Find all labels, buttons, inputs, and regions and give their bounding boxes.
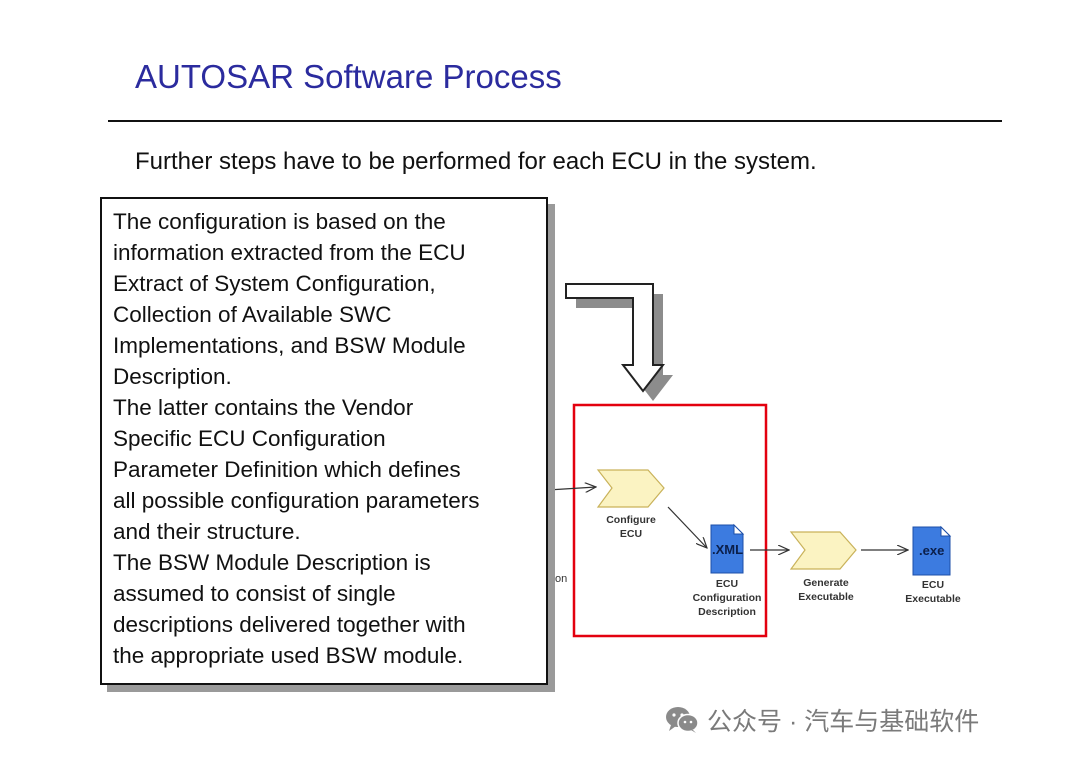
page-title: AUTOSAR Software Process <box>135 58 562 95</box>
watermark: 公众号 · 汽车与基础软件 <box>665 702 979 738</box>
callout-line: The BSW Module Description is <box>113 550 431 575</box>
callout-line: Specific ECU Configuration <box>113 426 386 451</box>
callout-line: information extracted from the ECU <box>113 240 466 265</box>
configure-label-line: ECU <box>619 528 643 540</box>
xml-doc-text: .XML <box>712 542 744 557</box>
callout-line: assumed to consist of single <box>113 581 396 606</box>
exe-label-line: Executable <box>905 593 961 605</box>
arrow-into-configure <box>547 487 596 490</box>
callout-line: Extract of System Configuration, <box>113 271 436 296</box>
highlight-box <box>572 403 768 638</box>
configure-ecu-step <box>596 469 665 508</box>
xml-doc-label: ECU Configuration Description <box>686 577 768 619</box>
callout-box: The configuration is based on the inform… <box>100 197 548 685</box>
generate-label-line: Generate <box>803 577 849 589</box>
configure-ecu-label: Configure ECU <box>596 513 666 541</box>
generate-executable-label: Generate Executable <box>786 576 866 604</box>
exe-label-line: ECU <box>921 579 945 591</box>
callout-line: The latter contains the Vendor <box>113 395 414 420</box>
exe-doc-text: .exe <box>919 543 945 558</box>
callout-line: the appropriate used BSW module. <box>113 643 464 668</box>
hidden-label-fragment: on <box>555 573 568 585</box>
xml-label-line: ECU <box>715 578 739 590</box>
callout-line: descriptions delivered together with <box>113 612 466 637</box>
generate-executable-step <box>789 531 857 570</box>
callout-line: and their structure. <box>113 519 301 544</box>
xml-label-line: Description <box>698 606 756 618</box>
bent-arrow <box>565 283 673 401</box>
title-divider <box>108 120 1002 122</box>
callout-line: Implementations, and BSW Module <box>113 333 466 358</box>
callout-line: The configuration is based on the <box>113 209 446 234</box>
arrow-configure-to-xml <box>667 506 707 548</box>
generate-label-line: Executable <box>798 591 854 603</box>
callout-line: all possible configuration parameters <box>113 488 480 513</box>
callout-line: Collection of Available SWC <box>113 302 392 327</box>
watermark-text: 公众号 · 汽车与基础软件 <box>707 708 980 736</box>
subtitle: Further steps have to be performed for e… <box>135 148 817 175</box>
callout-line: Parameter Definition which defines <box>113 457 461 482</box>
xml-document-icon <box>710 523 745 574</box>
callout-line: Description. <box>113 364 232 389</box>
xml-label-line: Configuration <box>692 592 762 604</box>
configure-label-line: Configure <box>606 514 656 526</box>
wechat-icon <box>666 707 699 733</box>
exe-doc-label: ECU Executable <box>897 578 969 606</box>
exe-document-icon <box>912 525 952 576</box>
